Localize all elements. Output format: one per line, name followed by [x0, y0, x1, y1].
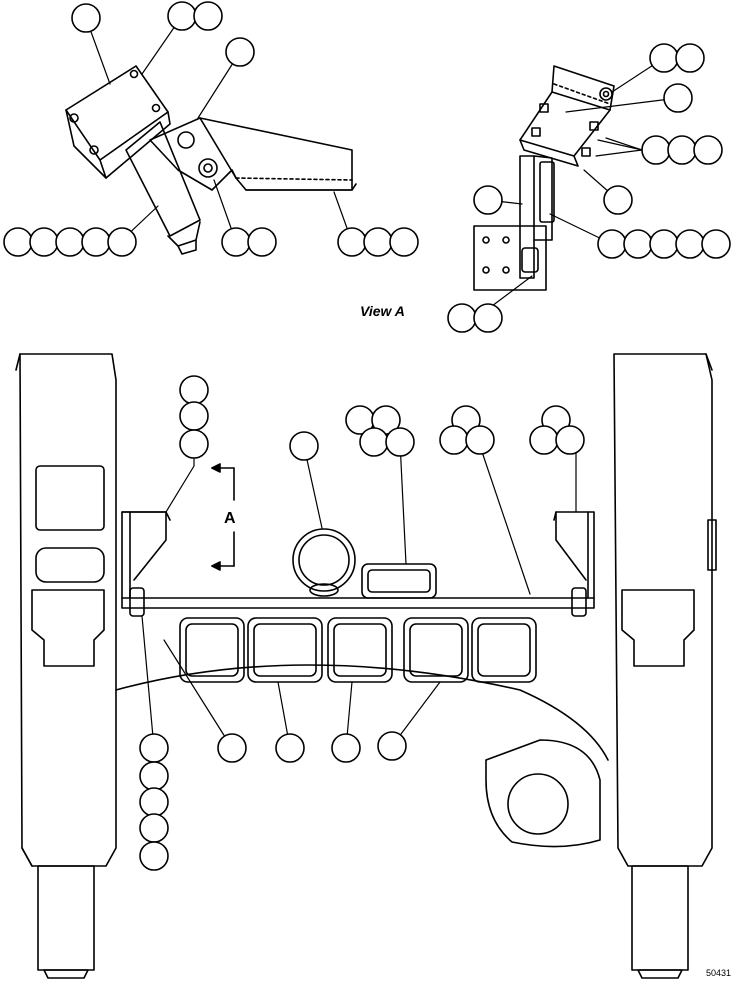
battery-cells [179, 617, 537, 683]
figure-number: 50431 [706, 968, 731, 978]
bracket-assembly-left [65, 65, 357, 255]
view-label: View A [360, 303, 405, 319]
callout-balloons [3, 1, 731, 871]
right-upright-rail [613, 353, 717, 979]
center-frame [115, 511, 609, 848]
section-letter: A [224, 510, 236, 527]
left-upright-rail [15, 353, 117, 979]
bracket-assembly-view-a [473, 65, 615, 291]
section-arrows [211, 463, 235, 571]
